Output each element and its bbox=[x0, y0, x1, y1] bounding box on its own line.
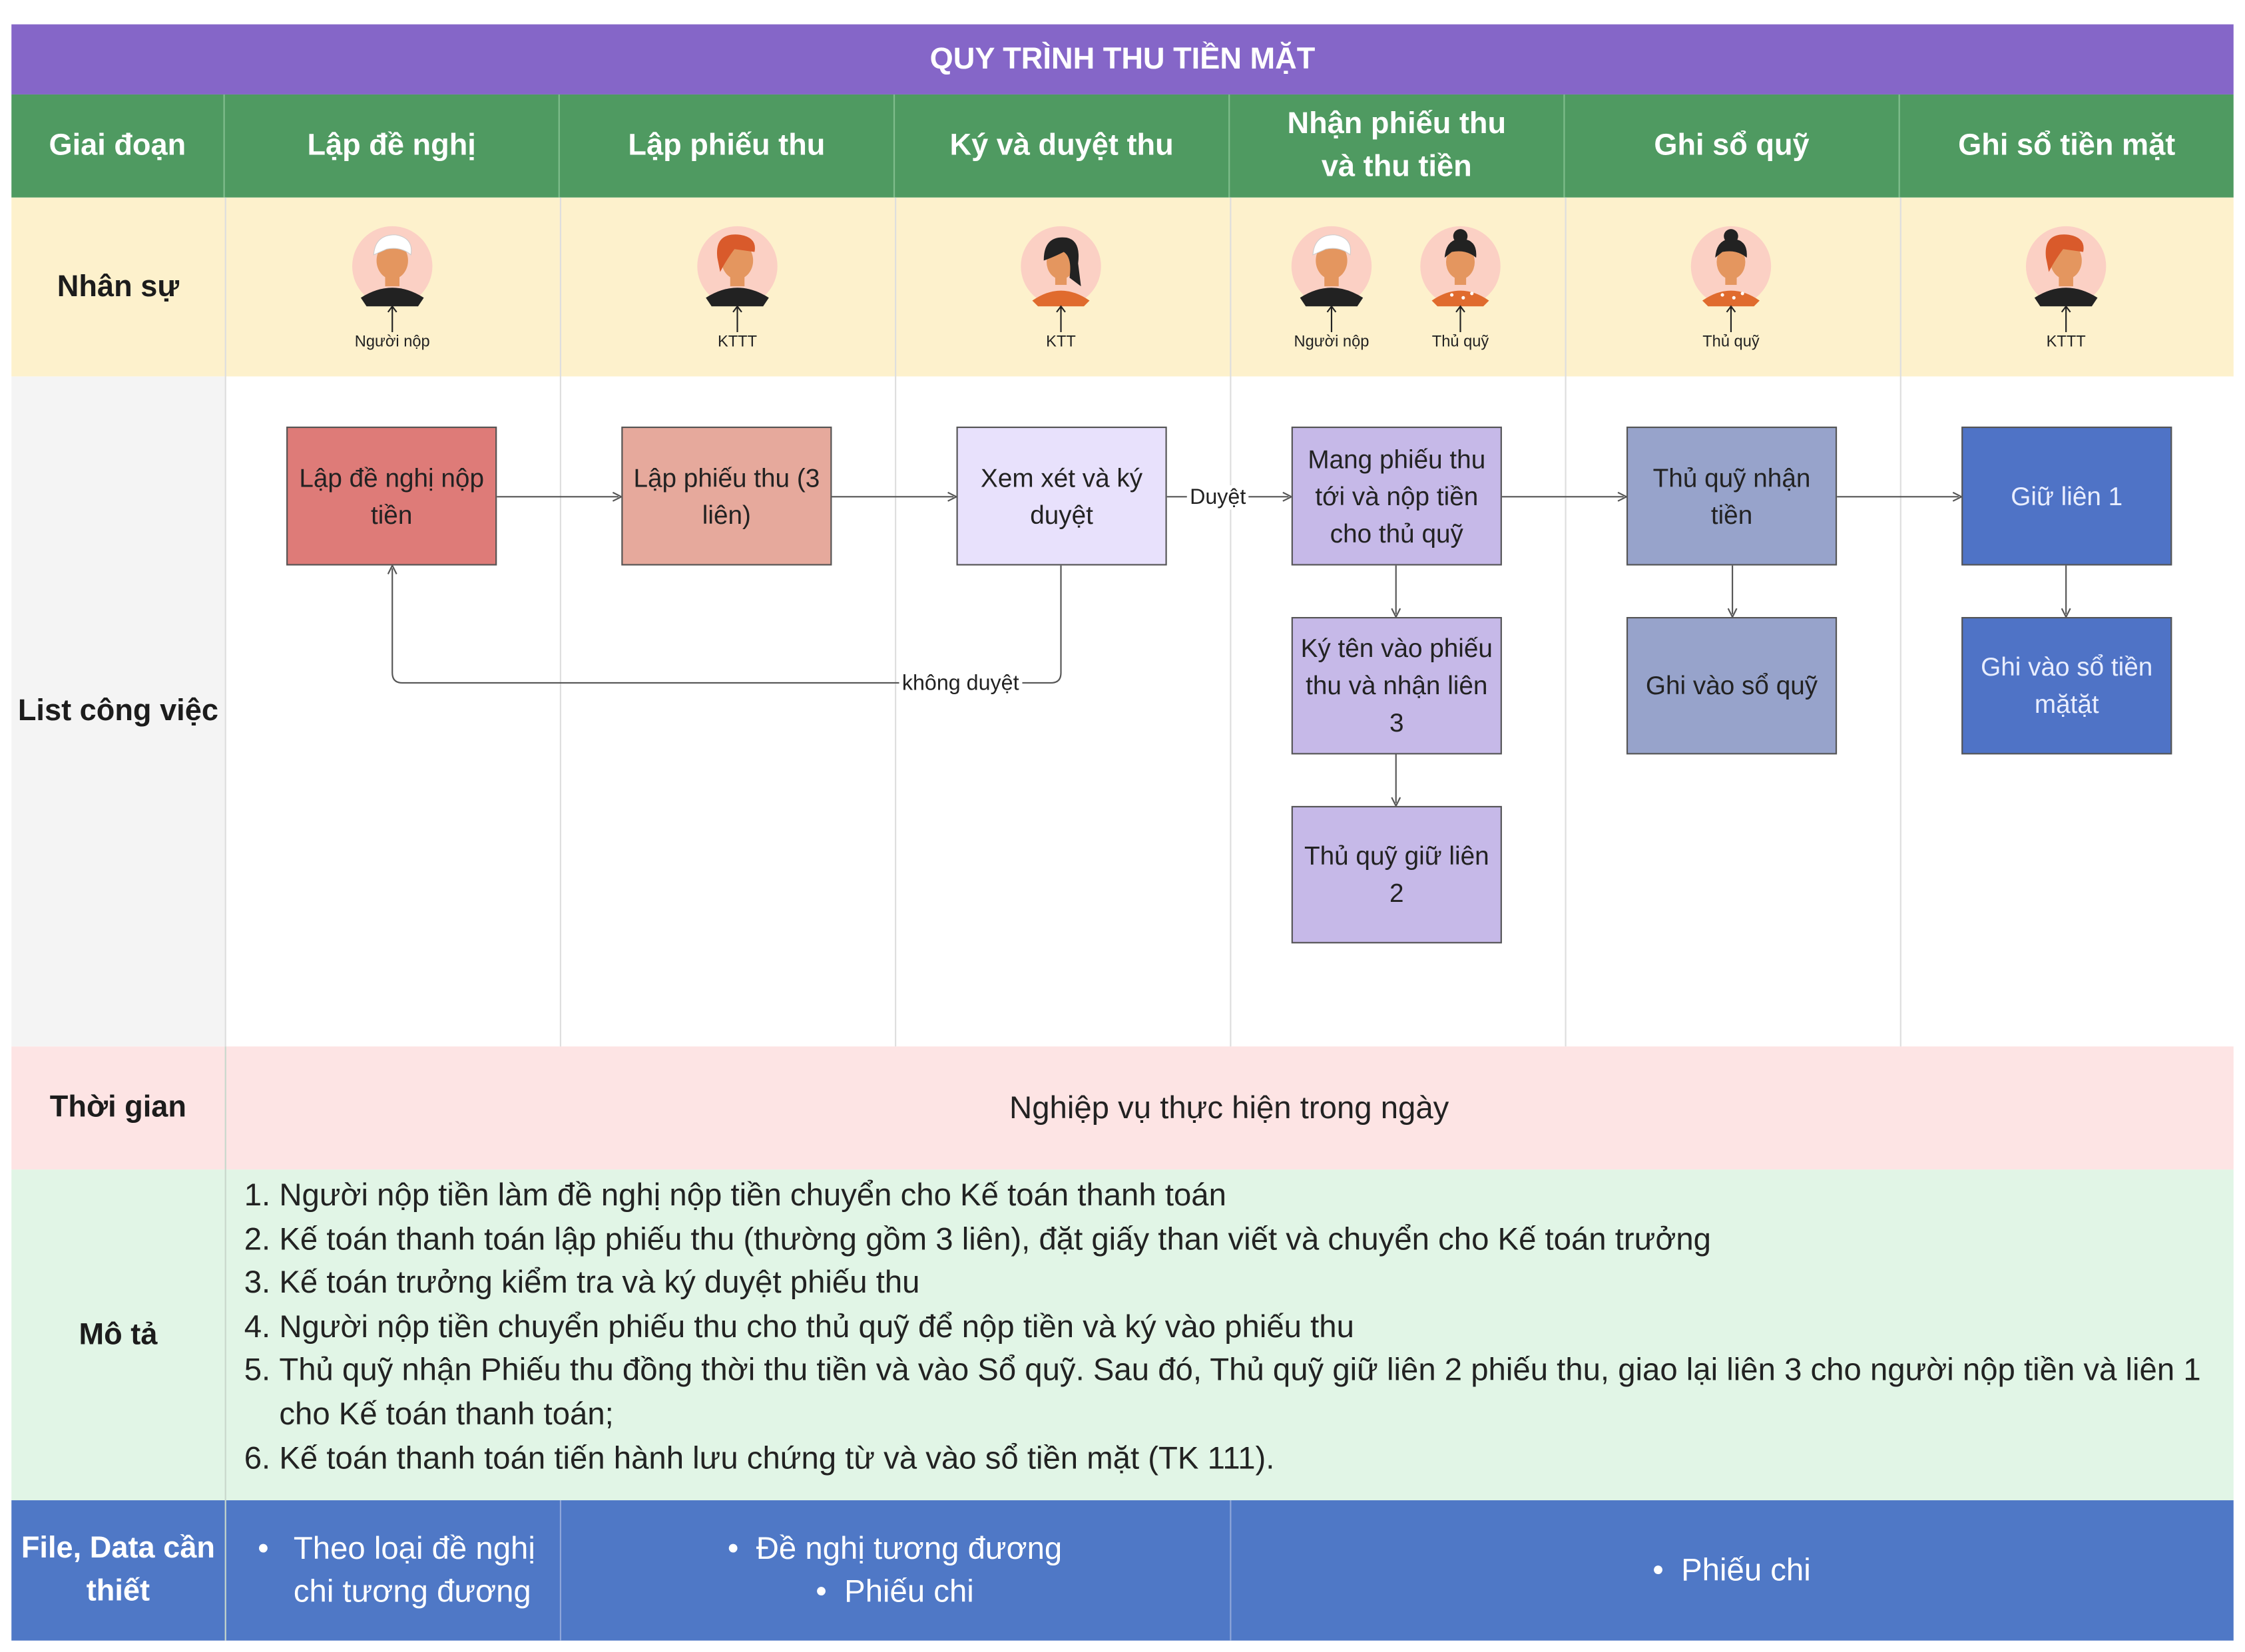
row-label-time: Thời gian bbox=[49, 1090, 187, 1124]
bullet-icon: • bbox=[1652, 1551, 1682, 1588]
files-col1: • Theo loại đề nghị chi tương đương bbox=[258, 1528, 544, 1613]
files-col1-text: Theo loại đề nghị chi tương đương bbox=[293, 1530, 535, 1609]
header-receipt: Lập phiếu thu bbox=[559, 94, 895, 198]
task-request[interactable]: Lập đề nghị nộp tiền bbox=[286, 426, 497, 566]
files-col2-item: • Đề nghị tương đương bbox=[560, 1528, 1230, 1571]
files-col2a-text: Đề nghị tương đương bbox=[756, 1530, 1063, 1566]
task-create-receipt[interactable]: Lập phiếu thu (3 liên) bbox=[621, 426, 832, 566]
time-text: Nghiệp vụ thực hiện trong ngày bbox=[1009, 1089, 1449, 1126]
tasks-label-bg bbox=[11, 376, 225, 1047]
header-stage: Giai đoạn bbox=[11, 94, 225, 198]
description-band bbox=[11, 1169, 2234, 1501]
task-sign-receipt[interactable]: Ký tên vào phiếu thu và nhận liên 3 bbox=[1291, 616, 1502, 755]
divider bbox=[1230, 197, 1232, 1047]
role-label: Người nộp bbox=[1294, 333, 1370, 351]
divider bbox=[559, 197, 561, 1047]
row-label-files: File, Data cần thiết bbox=[21, 1532, 215, 1608]
description-item: Kế toán trưởng kiểm tra và ký duyệt phiế… bbox=[279, 1261, 2222, 1305]
role-label: KTTT bbox=[2046, 333, 2086, 351]
role-label: Thủ quỹ bbox=[1431, 333, 1489, 351]
files-col2: • Đề nghị tương đương • Phiếu chi bbox=[560, 1528, 1230, 1613]
diagram-title: QUY TRÌNH THU TIỀN MẶT bbox=[11, 24, 2234, 95]
role-label: Người nộp bbox=[354, 333, 430, 351]
task-review-approve[interactable]: Xem xét và ký duyệt bbox=[956, 426, 1167, 566]
description-item: Người nộp tiền làm đề nghị nộp tiền chuy… bbox=[279, 1174, 2222, 1218]
header-request: Lập đề nghị bbox=[224, 94, 560, 198]
header-cashbook: Ghi sổ quỹ bbox=[1565, 94, 1900, 198]
header-collect: Nhận phiếu thu và thu tiền bbox=[1230, 94, 1565, 198]
header-cashledger: Ghi sổ tiền mặt bbox=[1899, 94, 2234, 198]
files-col3-text: Phiếu chi bbox=[1681, 1551, 1811, 1588]
files-col3: • Phiếu chi bbox=[1230, 1500, 2234, 1641]
task-cashier-receive[interactable]: Thủ quỹ nhận tiền bbox=[1626, 426, 1838, 566]
task-record-ledger[interactable]: Ghi vào sổ tiền mặtặt bbox=[1961, 616, 2172, 755]
time-band bbox=[11, 1046, 2234, 1170]
divider bbox=[1899, 197, 1901, 1047]
role-label: KTTT bbox=[717, 333, 758, 351]
description-list-container: Người nộp tiền làm đề nghị nộp tiền chuy… bbox=[239, 1174, 2222, 1481]
divider bbox=[895, 197, 897, 1047]
description-item: Kế toán thanh toán tiến hành lưu chứng t… bbox=[279, 1436, 2222, 1480]
task-keep-copy1[interactable]: Giữ liên 1 bbox=[1961, 426, 2172, 566]
row-label-description: Mô tả bbox=[79, 1317, 158, 1351]
divider bbox=[1565, 197, 1567, 1047]
files-band bbox=[11, 1500, 2234, 1641]
edge-label-reject: không duyệt bbox=[899, 671, 1022, 696]
description-item: Kế toán thanh toán lập phiếu thu (thường… bbox=[279, 1217, 2222, 1261]
role-label: KTT bbox=[1046, 333, 1076, 351]
bullet-icon: • bbox=[816, 1573, 845, 1609]
divider bbox=[1230, 1500, 1232, 1641]
bullet-icon: • bbox=[258, 1530, 269, 1566]
bullet-icon: • bbox=[727, 1530, 756, 1566]
files-col2b-text: Phiếu chi bbox=[844, 1573, 974, 1609]
description-item: Người nộp tiền chuyển phiếu thu cho thủ … bbox=[279, 1305, 2222, 1349]
divider bbox=[224, 197, 226, 1047]
task-bring-receipt[interactable]: Mang phiếu thu tới và nộp tiền cho thủ q… bbox=[1291, 426, 1502, 566]
description-list: Người nộp tiền làm đề nghị nộp tiền chuy… bbox=[239, 1174, 2222, 1481]
edge-label-approve: Duyệt bbox=[1186, 485, 1249, 510]
task-keep-copy2[interactable]: Thủ quỹ giữ liên 2 bbox=[1291, 805, 1502, 944]
task-record-cashbook[interactable]: Ghi vào sổ quỹ bbox=[1626, 616, 1838, 755]
divider bbox=[559, 1500, 561, 1641]
row-label-staff: Nhân sự bbox=[57, 270, 180, 303]
description-item: Thủ quỹ nhận Phiếu thu đồng thời thu tiề… bbox=[279, 1349, 2222, 1437]
files-col2-item: • Phiếu chi bbox=[560, 1570, 1230, 1613]
divider bbox=[224, 1046, 226, 1641]
header-approve: Ký và duyệt thu bbox=[895, 94, 1230, 198]
role-label: Thủ quỹ bbox=[1702, 333, 1760, 351]
row-label-tasks: List công việc bbox=[17, 694, 218, 727]
